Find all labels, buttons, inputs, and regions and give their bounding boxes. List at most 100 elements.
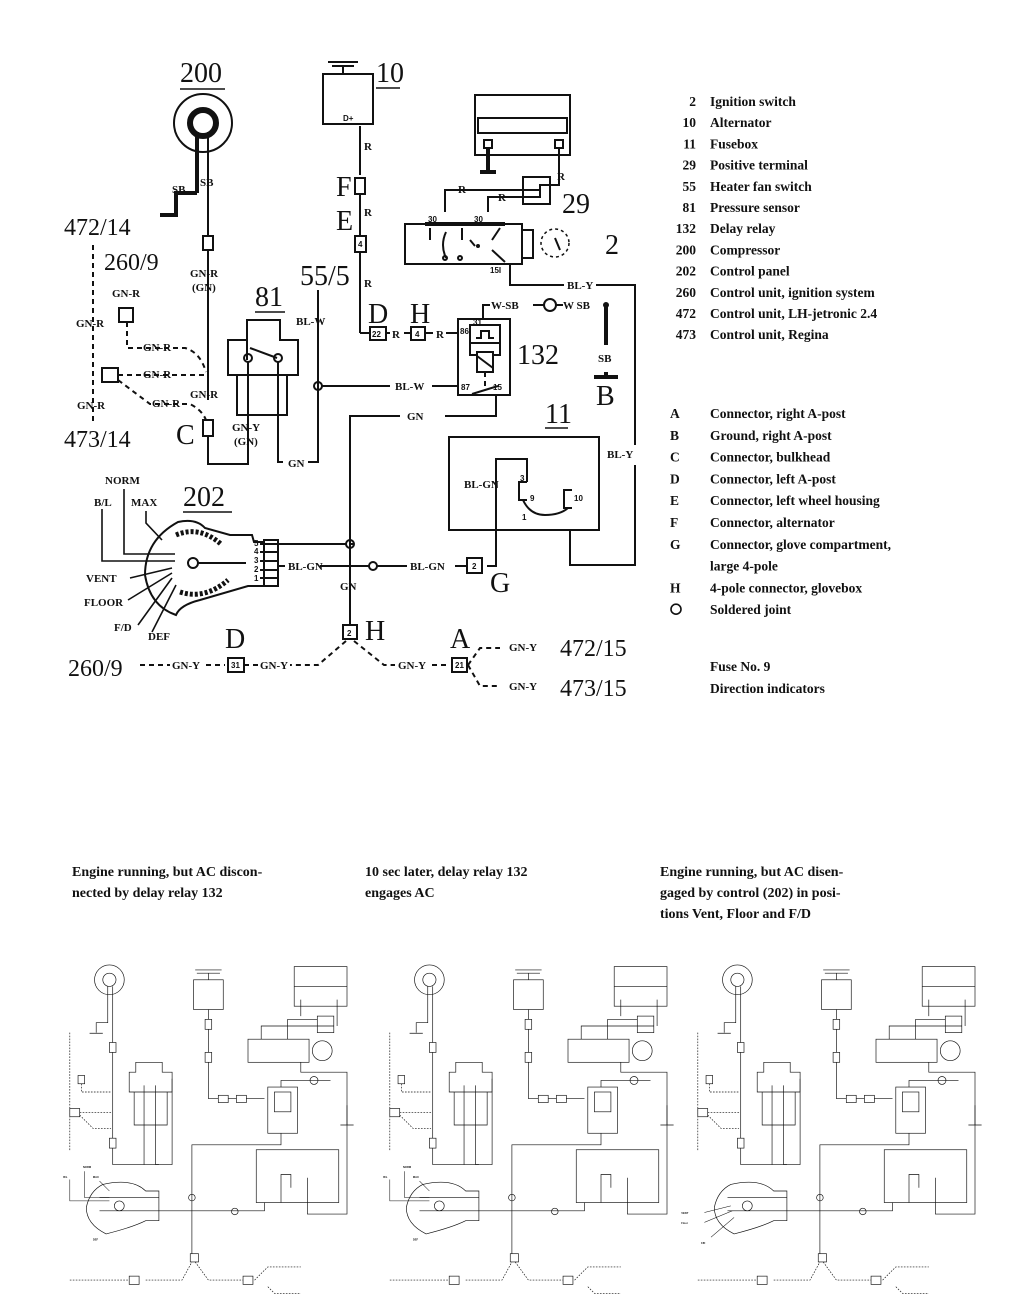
- wire-label-gn-r: GN-R: [190, 389, 219, 401]
- mini-label: DEF: [93, 1238, 99, 1242]
- legend-description: Control unit, ignition system: [710, 285, 876, 300]
- connector-d-label: D: [368, 299, 388, 330]
- wire-label-sb: SB: [172, 184, 186, 196]
- wire-label-gn: (GN): [192, 282, 216, 294]
- legend-number: 29: [683, 158, 697, 173]
- legend-description: Ground, right A-post: [710, 428, 832, 443]
- ref-472-15: 472/15: [560, 636, 627, 662]
- relay-pin: 86: [460, 327, 469, 336]
- wire-label-r: R: [458, 184, 467, 196]
- position-vent: VENT: [86, 573, 117, 585]
- fuse-note: Fuse No. 9: [710, 659, 771, 674]
- soldered-joint-icon: [670, 603, 682, 616]
- legend-description: Heater fan switch: [710, 179, 812, 194]
- wire-label-gn-y: GN-Y: [398, 660, 426, 672]
- legend-description: Connector, right A-post: [710, 406, 846, 421]
- ground-b-label: B: [596, 381, 615, 412]
- mini-label: B/L: [383, 1175, 388, 1179]
- ref-472-14: 472/14: [64, 215, 131, 241]
- delay-relay-label: 132: [517, 340, 559, 371]
- fuse-pin: 3: [520, 474, 525, 483]
- ignition-switch-label: 2: [605, 230, 619, 261]
- panel-pin: 2: [254, 565, 259, 574]
- legend-description: Alternator: [710, 115, 771, 130]
- connector-h2-label: H: [365, 616, 385, 647]
- soldered-joint: [368, 561, 378, 571]
- legend-description: Control unit, LH-jetronic 2.4: [710, 306, 877, 321]
- legend-number: 132: [676, 221, 697, 236]
- wire-label-gn-y: GN-Y: [172, 660, 200, 672]
- wire-label-gn-r: GN-R: [143, 342, 172, 354]
- legend-number: 472: [676, 306, 697, 321]
- connector-260: [118, 307, 134, 323]
- wire-label-r: R: [557, 171, 566, 183]
- wire-label-w-sb: W-SB: [491, 300, 519, 312]
- legend-description: Delay relay: [710, 221, 776, 236]
- positive-terminal-29: R R R 29: [444, 171, 590, 220]
- connector-f: [354, 177, 366, 195]
- wire-label-bl-gn: BL-GN: [288, 561, 323, 573]
- legend-number: 473: [676, 327, 697, 342]
- fuse-pin: 10: [574, 494, 583, 503]
- delay-relay-132: 31 86 87 15 132: [457, 318, 559, 396]
- relay-pin: 31: [473, 318, 482, 327]
- wire-label-r: R: [498, 192, 507, 204]
- compressor-ground: [160, 191, 197, 217]
- panel-pin: 4: [254, 547, 259, 556]
- inline-connector: [202, 235, 214, 251]
- connector-h-label: H: [410, 299, 430, 330]
- legend-key: E: [670, 493, 679, 508]
- connector-e-pin: 4: [358, 240, 363, 249]
- legend-description: Connector, alternator: [710, 515, 835, 530]
- connector-a-label: A: [450, 624, 471, 655]
- legend-description: Ignition switch: [710, 94, 796, 109]
- legend-description: Connector, left A-post: [710, 471, 836, 486]
- wire-label-bl-gn: BL-GN: [410, 561, 445, 573]
- legend-description: Soldered joint: [710, 602, 792, 617]
- connector-h-pin: 4: [415, 330, 420, 339]
- wire-label-bl-y: BL-Y: [607, 449, 633, 461]
- legend-description: Control panel: [710, 264, 790, 279]
- wire-label-sb: SB: [200, 177, 214, 189]
- mini-label: B/L: [63, 1175, 68, 1179]
- legend-description: Connector, left wheel housing: [710, 493, 880, 508]
- relay-pin: 87: [461, 383, 470, 392]
- panel-pin: 1: [254, 574, 259, 583]
- connector-d2-label: D: [225, 624, 245, 655]
- alternator-label: 10: [376, 58, 404, 89]
- legend-description: Control unit, Regina: [710, 327, 829, 342]
- ref-473-14: 473/14: [64, 427, 131, 453]
- mini-label: MAX: [93, 1175, 99, 1179]
- soldered-joint: [543, 298, 557, 312]
- relay-pin: 15: [493, 383, 502, 392]
- connector-e-label: E: [336, 206, 353, 237]
- position-max: MAX: [131, 497, 157, 509]
- compressor-label: 200: [180, 58, 222, 89]
- wire-label-gn-r: GN-R: [143, 369, 172, 381]
- caption-1: Engine running, but AC discon- nected by…: [72, 865, 263, 901]
- positive-terminal-label: 29: [562, 189, 590, 220]
- panel-pin: 3: [254, 556, 259, 565]
- ref-260-9: 260/9: [104, 250, 159, 276]
- legend-number: 200: [676, 242, 697, 257]
- mini-label: F/D: [701, 1241, 705, 1245]
- mini-label: MAX: [413, 1175, 419, 1179]
- ignition-switch-2: 30 30 15I 2: [404, 215, 619, 275]
- legend-number: 10: [683, 115, 697, 130]
- wire-label-w-sb: W SB: [563, 300, 591, 312]
- ignition-pin: 30: [474, 215, 483, 224]
- legend-description: Fusebox: [710, 136, 758, 151]
- wire-label-r: R: [436, 329, 445, 341]
- wire-label-gn: GN: [340, 581, 357, 593]
- ref-473-15: 473/15: [560, 676, 627, 702]
- connector-g-pin: 2: [472, 562, 477, 571]
- connector-c: [202, 419, 214, 437]
- caption-2: 10 sec later, delay relay 132 engages AC: [365, 865, 528, 901]
- wire-label-gn-y: GN-Y: [509, 681, 537, 693]
- wire-label-r: R: [392, 329, 401, 341]
